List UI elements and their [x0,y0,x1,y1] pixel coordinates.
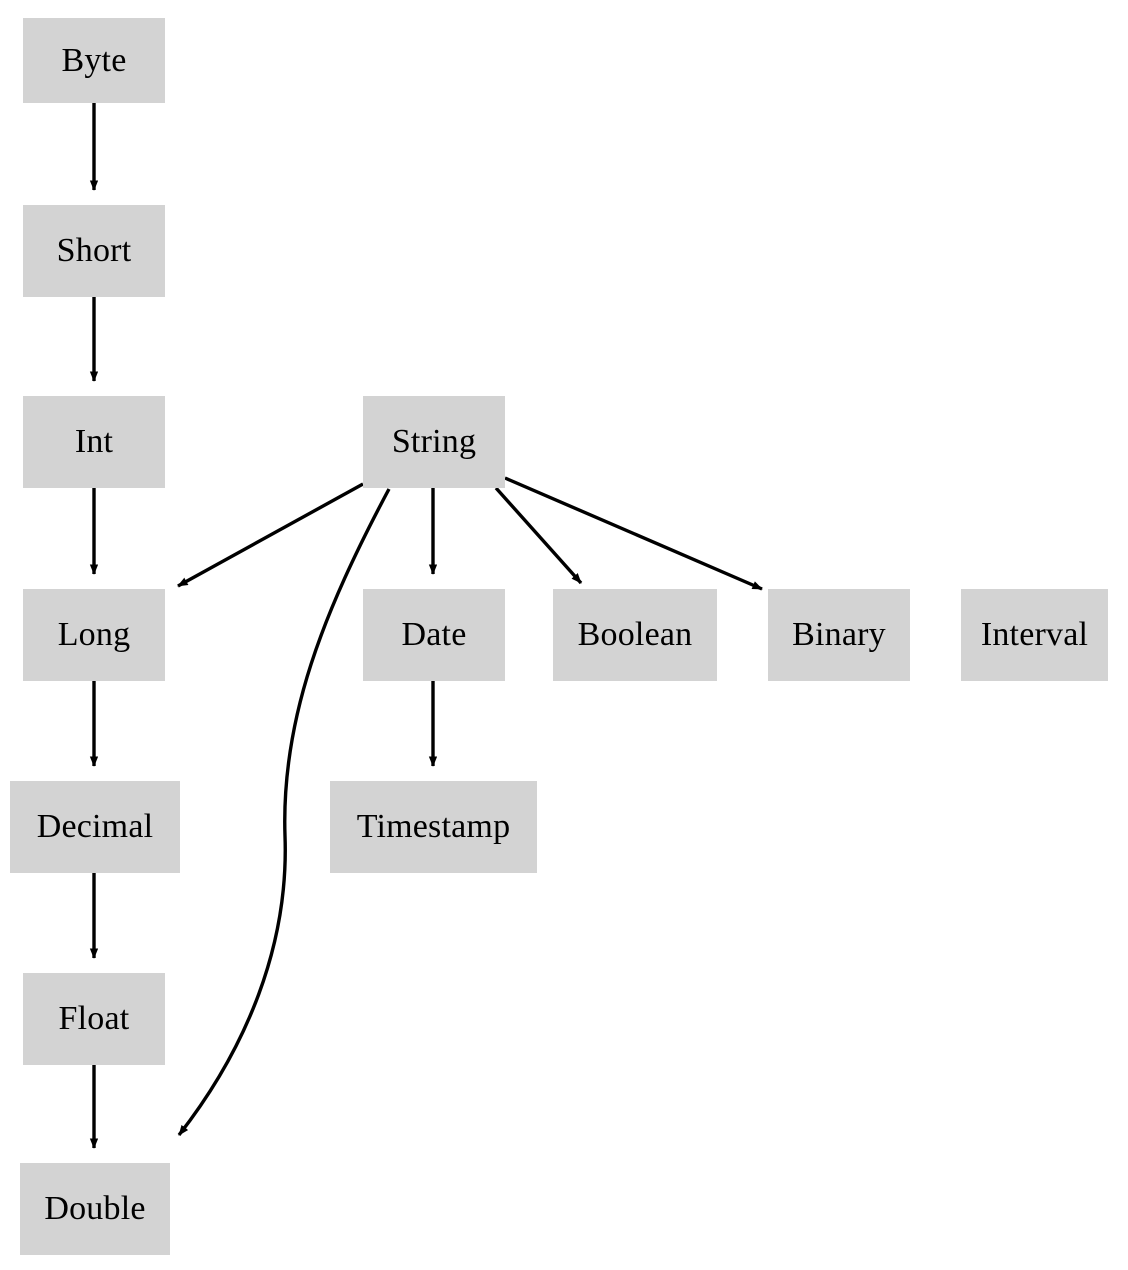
node-timestamp[interactable]: Timestamp [330,781,537,873]
node-short-label: Short [56,232,132,269]
node-binary[interactable]: Binary [768,589,910,681]
node-binary-label: Binary [792,616,886,653]
edge-string-binary [504,476,763,591]
edge-string-long [177,482,364,588]
node-string[interactable]: String [363,396,505,488]
node-double[interactable]: Double [20,1163,170,1255]
node-float[interactable]: Float [23,973,165,1065]
node-int[interactable]: Int [23,396,165,488]
edge-string-boolean [494,486,583,585]
node-date[interactable]: Date [363,589,505,681]
node-float-label: Float [58,1000,130,1037]
node-decimal[interactable]: Decimal [10,781,180,873]
node-timestamp-label: Timestamp [356,808,511,845]
node-interval-label: Interval [980,616,1089,653]
node-date-label: Date [401,616,467,653]
node-short[interactable]: Short [23,205,165,297]
node-long[interactable]: Long [23,589,165,681]
node-decimal-label: Decimal [36,808,154,845]
node-int-label: Int [74,423,114,460]
node-boolean-label: Boolean [577,616,693,653]
node-byte-label: Byte [61,41,127,79]
node-interval[interactable]: Interval [961,589,1108,681]
node-double-label: Double [44,1190,146,1227]
node-string-label: String [391,423,477,460]
node-byte[interactable]: Byte [23,18,165,103]
node-boolean[interactable]: Boolean [553,589,717,681]
node-long-label: Long [57,616,131,653]
